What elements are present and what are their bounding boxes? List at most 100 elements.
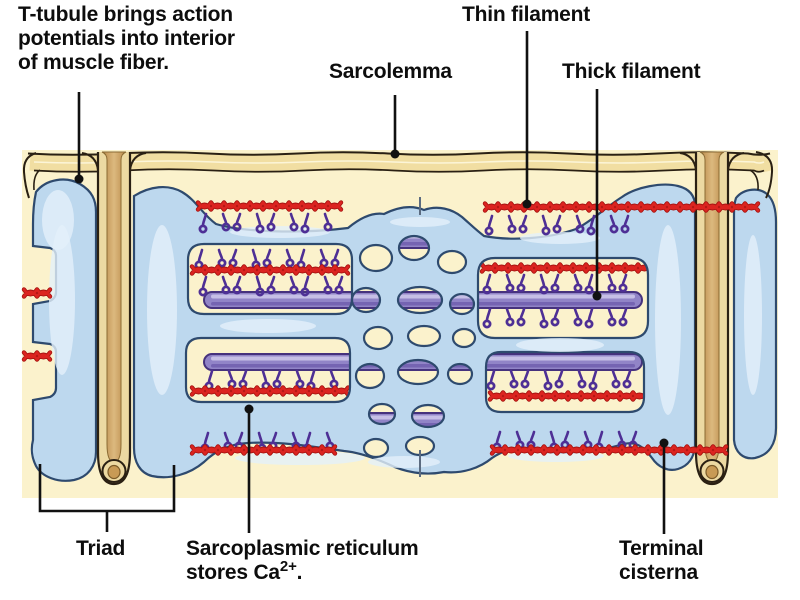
myosin-heads [618, 317, 628, 327]
sarcolemma-left-curl [22, 152, 37, 199]
t-tubule-right-mouth [679, 152, 697, 171]
label-sr-line1: Sarcoplasmic reticulum [186, 537, 419, 560]
myosin-heads [289, 285, 299, 295]
thin-filament-bottom-left [190, 445, 337, 455]
sr-highlight [49, 225, 75, 375]
sarcoplasmic-reticulum-network [132, 183, 697, 479]
myosin-heads [232, 222, 242, 232]
myosin-heads [221, 222, 231, 232]
myosin-heads [541, 214, 548, 229]
myosin-heads [618, 283, 628, 293]
t-tubule-left-mouth [81, 152, 99, 171]
thick-filament-rod-upper [211, 302, 635, 306]
myosin-heads [485, 273, 492, 288]
label-triad: Triad [76, 537, 126, 560]
sarcolemma-inner-outline [33, 168, 765, 173]
myosin-heads [539, 285, 549, 295]
myosin-heads [484, 226, 494, 236]
myosin-heads [334, 285, 344, 295]
myosin-heads [255, 212, 262, 227]
myosin-heads [262, 258, 272, 268]
sr-highlight [744, 235, 762, 395]
myosin-heads [611, 379, 621, 389]
myosin-heads [323, 222, 333, 232]
label-thin-filament: Thin filament [462, 3, 591, 26]
myosin-heads [507, 224, 517, 234]
myosin-heads [539, 307, 546, 322]
myosin-heads [255, 287, 265, 297]
myosin-heads [261, 369, 268, 384]
label-t-tubule: T-tubule brings action potentials into i… [18, 3, 235, 75]
myosin-heads [573, 317, 583, 327]
myosin-heads [620, 224, 630, 234]
myosin-heads [487, 214, 494, 229]
pointer-t-tubule-dot [74, 174, 84, 184]
sarcolemma-left-curl [33, 169, 41, 191]
sr-highlight [147, 225, 177, 395]
pointer-thick-filament-dot [592, 291, 602, 301]
myosin-heads [251, 248, 258, 263]
thick-filament-rod-upper [211, 294, 635, 299]
thick-filament-rod-lower [211, 364, 635, 368]
myosin-heads [516, 317, 526, 327]
myosin-heads [552, 224, 562, 234]
pointer-sarcoplasmic-reticulum-dot [244, 404, 254, 414]
sr-highlight [235, 451, 365, 465]
t-tubule-right-wall-outline [694, 152, 730, 486]
sarcolemma-right-curl [755, 151, 774, 199]
myosin-heads [323, 285, 333, 295]
myosin-heads [303, 212, 310, 227]
thin-filament-top-right [483, 202, 760, 212]
myosin-heads [518, 224, 528, 234]
myosin-heads [482, 319, 492, 329]
myosin-heads [577, 379, 587, 389]
myosin-heads [591, 369, 598, 384]
myosin-heads [495, 430, 502, 445]
myosin-heads [520, 379, 530, 389]
myosin-heads [303, 275, 310, 290]
myosin-heads [201, 212, 208, 227]
myosin-heads [550, 317, 560, 327]
myosin-heads [543, 369, 550, 384]
myosin-heads [309, 369, 316, 384]
myosin-heads [207, 369, 214, 384]
myosin-heads [255, 224, 265, 234]
sr-highlight [230, 226, 330, 238]
myosin-heads [575, 224, 585, 234]
label-t-tubule-line2: potentials into interior [18, 27, 235, 50]
myosin-heads [586, 226, 596, 236]
thin-filament-notch [22, 351, 52, 361]
thin-filament [488, 391, 648, 401]
myosin-heads [584, 319, 594, 329]
sr-highlight [220, 319, 316, 333]
myosin-heads [597, 430, 604, 445]
label-sr-line2: stores Ca2+. [186, 558, 303, 584]
myosin-heads [516, 283, 526, 293]
thin-filament [190, 265, 350, 275]
t-tubule-left-wall-outline [96, 152, 132, 486]
myosin-heads [543, 381, 553, 391]
myosin-heads [509, 379, 519, 389]
t-tubule-right-mouth [727, 152, 745, 171]
thin-filament-bottom-right [490, 445, 728, 455]
myosin-heads [587, 307, 594, 322]
myosin-heads [622, 379, 632, 389]
myosin-heads [285, 258, 295, 268]
myosin-heads [482, 285, 492, 295]
thick-filament-rod-upper [203, 291, 643, 309]
myosin-heads [584, 285, 594, 295]
myosin-heads [550, 283, 560, 293]
myosin-heads [505, 283, 515, 293]
sr-highlight [655, 225, 681, 415]
t-tubule-right-tip-lumen [705, 464, 719, 480]
myosin-heads [255, 275, 262, 290]
myosin-heads [549, 430, 556, 445]
label-sr-superscript: 2+ [279, 558, 297, 575]
myosin-heads [198, 287, 208, 297]
pointer-sarcolemma-dot [390, 149, 400, 159]
myosin-heads [587, 273, 594, 288]
sr-highlight [42, 190, 74, 250]
myosin-heads [541, 226, 551, 236]
